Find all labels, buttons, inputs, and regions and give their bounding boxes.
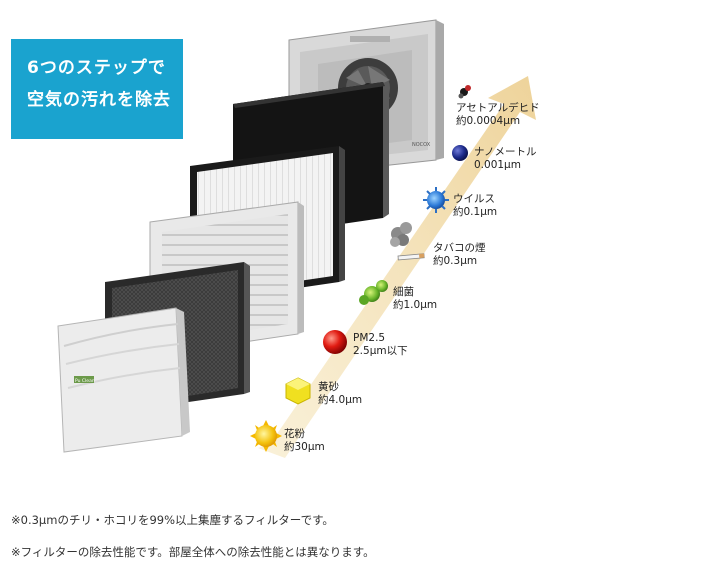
unit-brand-text: NOCOX <box>412 142 431 148</box>
particle-label-smoke: タバコの煙 約0.3μm <box>433 242 486 268</box>
filter-stack-graphic: NOCOX Pu Clean <box>57 19 536 458</box>
yellow-sand-icon <box>285 377 311 405</box>
particle-name: 黄砂 <box>318 381 339 393</box>
particle-label-nanometer: ナノメートル 0.001μm <box>474 146 536 172</box>
particle-label-acetaldehyde: アセトアルデヒド 約0.0004μm <box>456 102 540 128</box>
particle-size: 約1.0μm <box>393 299 438 311</box>
headline-line-2: 空気の汚れを除去 <box>27 90 171 110</box>
particle-label-bacteria: 細菌 約1.0μm <box>393 286 437 312</box>
particle-label-virus: ウイルス 約0.1μm <box>453 193 497 219</box>
headline-banner: 6つのステップで 空気の汚れを除去 <box>11 39 183 139</box>
particle-name: ウイルス <box>453 193 495 205</box>
headline-line-1: 6つのステップで <box>27 58 166 78</box>
filter-layer-cover: Pu Clean <box>57 307 190 453</box>
particle-name: PM2.5 <box>353 332 386 344</box>
cover-brand-text: Pu Clean <box>75 378 95 384</box>
particle-label-yellow-sand: 黄砂 約4.0μm <box>318 381 362 407</box>
particle-name: ナノメートル <box>474 146 537 158</box>
particle-name: タバコの煙 <box>433 242 486 254</box>
filter-illustration: NOCOX Pu Clean <box>57 19 540 458</box>
particle-size: 約4.0μm <box>318 394 363 406</box>
particle-label-pollen: 花粉 約30μm <box>284 428 325 454</box>
smoke-icon <box>390 222 425 261</box>
particle-size: 約0.3μm <box>433 255 478 267</box>
pm25-icon <box>323 330 347 354</box>
particle-name: 花粉 <box>284 428 305 440</box>
particle-name: 細菌 <box>393 286 414 298</box>
particle-label-pm25: PM2.5 2.5μm以下 <box>353 332 408 358</box>
footnote-collection-rate: ※0.3μmのチリ・ホコリを99%以上集塵するフィルターです。 <box>11 513 334 527</box>
particle-name: アセトアルデヒド <box>456 102 540 114</box>
footnote-performance-disclaimer: ※フィルターの除去性能です。部屋全体への除去性能とは異なります。 <box>11 545 375 559</box>
nanometer-icon <box>452 145 468 161</box>
particle-size: 2.5μm以下 <box>353 345 408 357</box>
particle-size: 約30μm <box>284 441 325 453</box>
size-scale-arrow <box>258 76 536 458</box>
bacteria-icon <box>359 280 388 305</box>
particle-size: 0.001μm <box>474 159 521 171</box>
particle-size: 約0.1μm <box>453 206 498 218</box>
virus-icon <box>423 187 449 213</box>
pollen-icon <box>250 420 282 452</box>
acetaldehyde-icon <box>458 85 471 99</box>
particle-size: 約0.0004μm <box>456 115 521 127</box>
